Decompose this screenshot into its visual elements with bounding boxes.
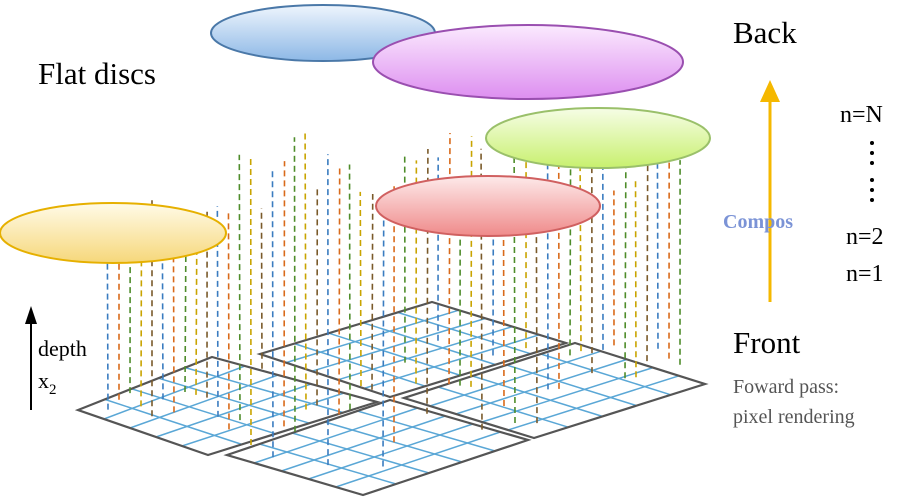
grid-right bbox=[400, 341, 709, 440]
label-depth: depth bbox=[38, 336, 87, 361]
grid-line bbox=[311, 317, 486, 372]
label-compos: Compos bbox=[723, 211, 793, 233]
grid-border bbox=[400, 341, 709, 440]
disc-red bbox=[375, 175, 601, 237]
grid-line bbox=[507, 375, 680, 431]
grid-line bbox=[158, 377, 310, 424]
label-back: Back bbox=[733, 15, 797, 50]
arrow-up-icon bbox=[25, 306, 37, 410]
grid-line bbox=[131, 388, 276, 435]
label-n-top: n=N bbox=[840, 102, 883, 128]
grid-line bbox=[129, 374, 279, 429]
ray-line bbox=[271, 167, 274, 458]
grid-line bbox=[472, 375, 603, 418]
title-flat-discs: Flat discs bbox=[38, 56, 156, 91]
grid-line bbox=[281, 415, 446, 472]
disc-green bbox=[485, 107, 711, 169]
grid-line bbox=[337, 325, 513, 381]
vertical-ellipsis-icon bbox=[870, 141, 874, 202]
ray-line bbox=[338, 164, 341, 415]
label-front: Front bbox=[733, 325, 801, 360]
grid-border bbox=[256, 300, 570, 399]
grid-line bbox=[397, 311, 532, 355]
grid-line bbox=[455, 358, 628, 415]
ray-line bbox=[624, 157, 627, 379]
grid-line bbox=[308, 423, 474, 480]
grid-line bbox=[362, 322, 496, 366]
ray-line bbox=[656, 135, 659, 349]
grid-line bbox=[328, 332, 461, 377]
label-forward-pass: Foward pass: bbox=[733, 376, 839, 398]
ray-line bbox=[371, 193, 374, 390]
ray-line bbox=[470, 136, 473, 387]
grid-line bbox=[103, 365, 246, 420]
ray-line bbox=[502, 203, 505, 407]
ray-line bbox=[579, 143, 582, 352]
ray-line bbox=[140, 206, 143, 407]
ray-line bbox=[184, 232, 187, 393]
label-pixel-rendering: pixel rendering bbox=[733, 406, 855, 428]
grid-line bbox=[335, 431, 501, 488]
arrow-up-icon bbox=[760, 80, 780, 302]
grid-top bbox=[256, 300, 570, 399]
grid-line bbox=[363, 334, 540, 390]
grid-line bbox=[294, 342, 426, 387]
ray-line bbox=[304, 133, 307, 410]
depth-rays bbox=[106, 131, 681, 467]
ray-line bbox=[359, 191, 362, 387]
ray-line bbox=[646, 136, 649, 362]
pixel-grids bbox=[74, 300, 709, 497]
ray-line bbox=[283, 161, 286, 427]
ray-line bbox=[569, 153, 572, 356]
ray-line bbox=[260, 208, 263, 369]
grid-border bbox=[74, 355, 381, 457]
label-depth-var: x2 bbox=[38, 368, 57, 398]
ray-line bbox=[227, 212, 230, 430]
grid-line bbox=[155, 383, 312, 438]
grid-line bbox=[481, 366, 654, 423]
ray-line bbox=[382, 208, 385, 467]
grid-line bbox=[506, 364, 637, 407]
ray-line bbox=[238, 154, 241, 421]
grid-line bbox=[540, 353, 672, 396]
grid-line bbox=[437, 386, 569, 428]
label-n-two: n=2 bbox=[846, 224, 884, 250]
ray-line bbox=[293, 137, 296, 432]
grid-line bbox=[104, 398, 243, 446]
grid-line bbox=[357, 410, 496, 452]
disc-yellow bbox=[0, 202, 227, 264]
grid-left bbox=[74, 355, 381, 457]
grid-line bbox=[291, 432, 430, 474]
grid-line bbox=[253, 407, 418, 464]
label-n-one: n=1 bbox=[846, 261, 884, 287]
disc-magenta bbox=[372, 24, 684, 100]
ray-line bbox=[448, 133, 451, 385]
ray-line bbox=[535, 197, 538, 424]
